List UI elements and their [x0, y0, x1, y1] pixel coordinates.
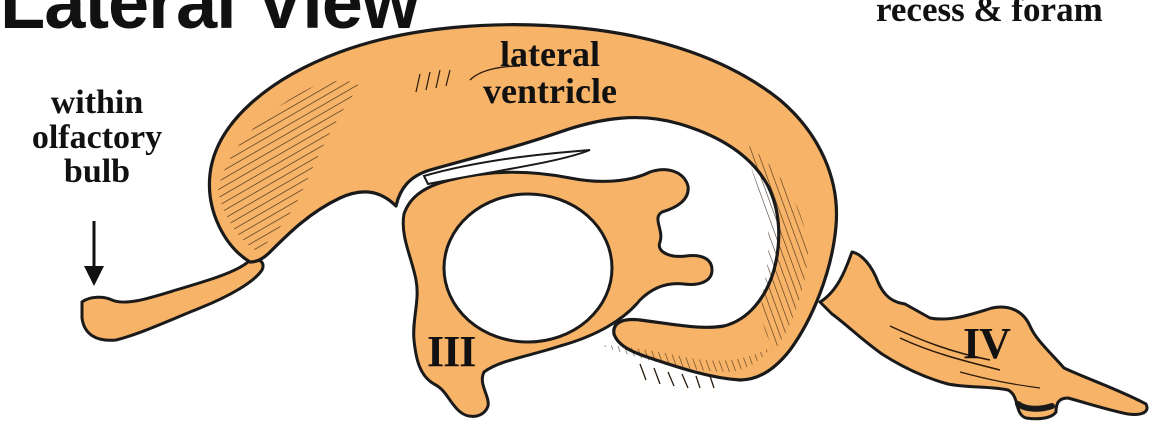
olfactory-stalk: [82, 260, 263, 341]
third-ventricle-label: III: [427, 330, 475, 375]
lateral-ventricle-label: lateral ventricle: [460, 36, 640, 109]
fourth-ventricle-label: IV: [963, 322, 1010, 367]
olfactory-arrow: [84, 221, 104, 286]
olfactory-bulb-label: within olfactory bulb: [12, 86, 182, 190]
massa-intermedia-hole: [444, 194, 612, 342]
